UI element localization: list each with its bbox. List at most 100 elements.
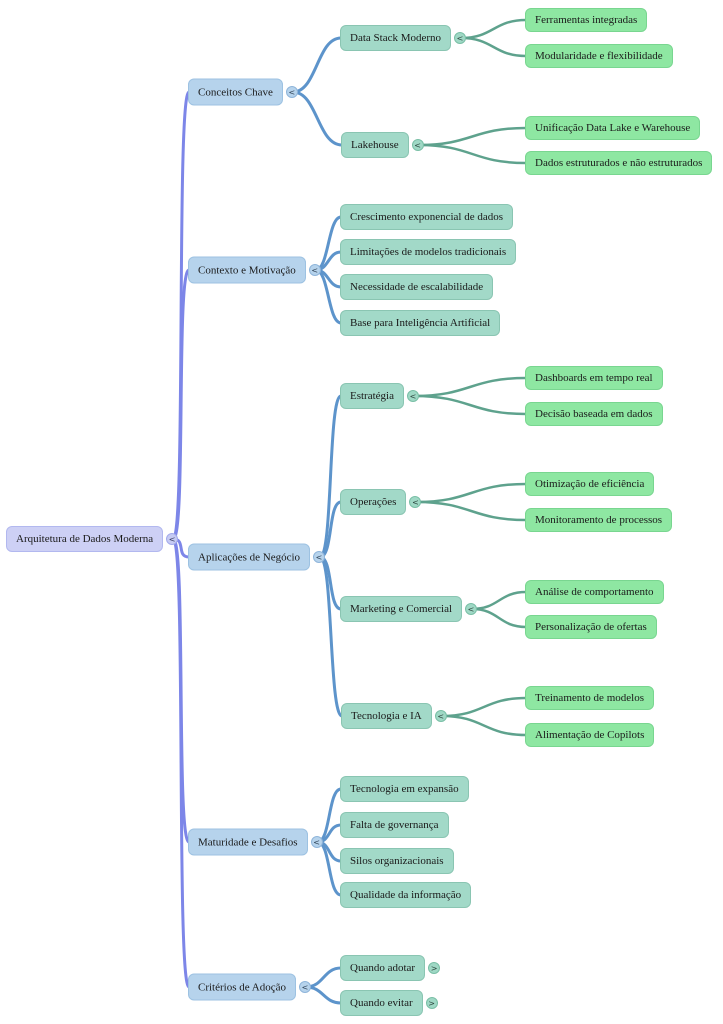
node-label: Alimentação de Copilots — [535, 729, 645, 741]
mindmap-node-estrategia[interactable]: Estratégia — [340, 383, 404, 409]
node-label: Falta de governança — [350, 819, 439, 831]
edge — [415, 482, 528, 504]
node-label: Personalização de ofertas — [535, 621, 647, 633]
node-label: Otimização de eficiência — [535, 478, 645, 490]
edge — [304, 966, 343, 989]
mindmap-node-data-stack-moderno[interactable]: Data Stack Moderno — [340, 25, 452, 51]
collapse-button[interactable]: < — [298, 981, 311, 993]
mindmap-node-personalizacao-de-ofertas[interactable]: Personalização de ofertas — [525, 615, 657, 639]
edge — [304, 985, 343, 1005]
mindmap-node-conceitos-chave[interactable]: Conceitos Chave — [188, 78, 283, 106]
edge — [171, 268, 191, 541]
node-label: Data Stack Moderno — [350, 32, 442, 44]
mindmap-node-unificacao-data-lake-e-warehouse[interactable]: Unificação Data Lake e Warehouse — [525, 116, 701, 140]
node-label: Ferramentas integradas — [535, 14, 638, 26]
node-label: Conceitos Chave — [198, 86, 273, 98]
mindmap-node-modularidade-e-flexibilidade[interactable]: Modularidade e flexibilidade — [525, 44, 673, 68]
mindmap-node-qualidade-da-informacao[interactable]: Qualidade da informação — [340, 882, 472, 908]
mindmap-node-analise-de-comportamento[interactable]: Análise de comportamento — [525, 580, 664, 604]
node-label: Dashboards em tempo real — [535, 372, 653, 384]
node-label: Base para Inteligência Artificial — [350, 317, 491, 329]
mindmap-node-criterios-de-adocao[interactable]: Critérios de Adoção — [188, 973, 296, 1001]
collapse-button[interactable]: < — [310, 836, 323, 848]
collapse-button[interactable]: < — [166, 533, 179, 545]
node-label: Modularidade e flexibilidade — [535, 50, 663, 62]
node-label: Critérios de Adoção — [198, 981, 286, 993]
mindmap-node-crescimento-exponencial-de-dados[interactable]: Crescimento exponencial de dados — [340, 204, 514, 230]
collapse-button[interactable]: < — [434, 710, 447, 722]
edge — [440, 714, 528, 737]
mindmap-node-aplicacoes-de-negocio[interactable]: Aplicações de Negócio — [188, 543, 311, 571]
mindmap-node-lakehouse[interactable]: Lakehouse — [341, 132, 409, 158]
expand-button[interactable]: > — [428, 962, 441, 974]
node-label: Limitações de modelos tradicionais — [350, 246, 507, 258]
node-label: Treinamento de modelos — [535, 692, 644, 704]
edge — [318, 394, 343, 559]
node-label: Decisão baseada em dados — [535, 408, 653, 420]
collapse-button[interactable]: < — [285, 86, 298, 98]
node-label: Necessidade de escalabilidade — [350, 281, 484, 293]
mindmap-node-tecnologia-e-ia[interactable]: Tecnologia e IA — [341, 703, 432, 729]
edge — [417, 143, 528, 165]
node-label: Maturidade e Desafios — [198, 836, 298, 848]
node-label: Aplicações de Negócio — [198, 551, 301, 563]
mindmap-node-otimizacao-de-eficiencia[interactable]: Otimização de eficiência — [525, 472, 655, 496]
collapse-button[interactable]: < — [313, 551, 326, 563]
edge — [171, 537, 191, 989]
edge — [470, 590, 528, 611]
node-label: Marketing e Comercial — [350, 603, 453, 615]
mindmap-node-dashboards-em-tempo-real[interactable]: Dashboards em tempo real — [525, 366, 663, 390]
mindmap-node-silos-organizacionais[interactable]: Silos organizacionais — [340, 848, 454, 874]
node-label: Análise de comportamento — [535, 586, 654, 598]
expand-button[interactable]: > — [425, 997, 438, 1009]
mindmap-node-decisao-baseada-em-dados[interactable]: Decisão baseada em dados — [525, 402, 663, 426]
node-label: Quando evitar — [350, 997, 413, 1009]
node-label: Dados estruturados e não estruturados — [535, 157, 703, 169]
edge — [417, 126, 528, 147]
mindmap-node-treinamento-de-modelos[interactable]: Treinamento de modelos — [525, 686, 654, 710]
mindmap-node-marketing-e-comercial[interactable]: Marketing e Comercial — [340, 596, 463, 622]
collapse-button[interactable]: < — [409, 496, 422, 508]
node-label: Tecnologia e IA — [351, 710, 422, 722]
mindmap-node-contexto-e-motivacao[interactable]: Contexto e Motivação — [188, 256, 306, 284]
node-label: Contexto e Motivação — [198, 264, 296, 276]
mindmap-node-quando-adotar[interactable]: Quando adotar — [340, 955, 426, 981]
node-label: Arquitetura de Dados Moderna — [16, 533, 154, 545]
mindmap-node-falta-de-governanca[interactable]: Falta de governança — [340, 812, 449, 838]
node-label: Lakehouse — [351, 139, 399, 151]
collapse-button[interactable]: < — [454, 32, 467, 44]
mindmap-node-maturidade-e-desafios[interactable]: Maturidade e Desafios — [188, 828, 308, 856]
edge — [459, 36, 528, 58]
mindmap-node-tecnologia-em-expansao[interactable]: Tecnologia em expansão — [340, 776, 469, 802]
edge — [412, 376, 528, 398]
mindmap-node-arquitetura-de-dados-moderna[interactable]: Arquitetura de Dados Moderna — [6, 526, 164, 552]
mindmap-node-ferramentas-integradas[interactable]: Ferramentas integradas — [525, 8, 648, 32]
edge — [412, 394, 528, 416]
node-label: Unificação Data Lake e Warehouse — [535, 122, 691, 134]
edge — [470, 607, 528, 629]
mindmap-node-dados-estruturados-e-nao-estruturados[interactable]: Dados estruturados e não estruturados — [525, 151, 713, 175]
collapse-button[interactable]: < — [465, 603, 478, 615]
mindmap-node-necessidade-de-escalabilidade[interactable]: Necessidade de escalabilidade — [340, 274, 494, 300]
edge — [291, 90, 344, 147]
mindmap-node-quando-evitar[interactable]: Quando evitar — [340, 990, 423, 1016]
collapse-button[interactable]: < — [406, 390, 419, 402]
mindmap-node-operacoes[interactable]: Operações — [340, 489, 407, 515]
collapse-button[interactable]: < — [308, 264, 321, 276]
node-label: Quando adotar — [350, 962, 416, 974]
node-label: Operações — [350, 496, 397, 508]
mindmap-node-monitoramento-de-processos[interactable]: Monitoramento de processos — [525, 508, 673, 532]
node-label: Crescimento exponencial de dados — [350, 211, 504, 223]
mindmap-node-base-para-inteligencia-artificial[interactable]: Base para Inteligência Artificial — [340, 310, 501, 336]
mindmap-node-alimentacao-de-copilots[interactable]: Alimentação de Copilots — [525, 723, 655, 747]
edge — [318, 555, 344, 718]
edge — [291, 36, 343, 94]
node-label: Estratégia — [350, 390, 394, 402]
node-label: Tecnologia em expansão — [350, 783, 459, 795]
node-label: Silos organizacionais — [350, 855, 444, 867]
collapse-button[interactable]: < — [411, 139, 424, 151]
edge — [459, 18, 528, 40]
node-label: Qualidade da informação — [350, 889, 462, 901]
mindmap-node-limitacoes-de-modelos-tradicionais[interactable]: Limitações de modelos tradicionais — [340, 239, 517, 265]
